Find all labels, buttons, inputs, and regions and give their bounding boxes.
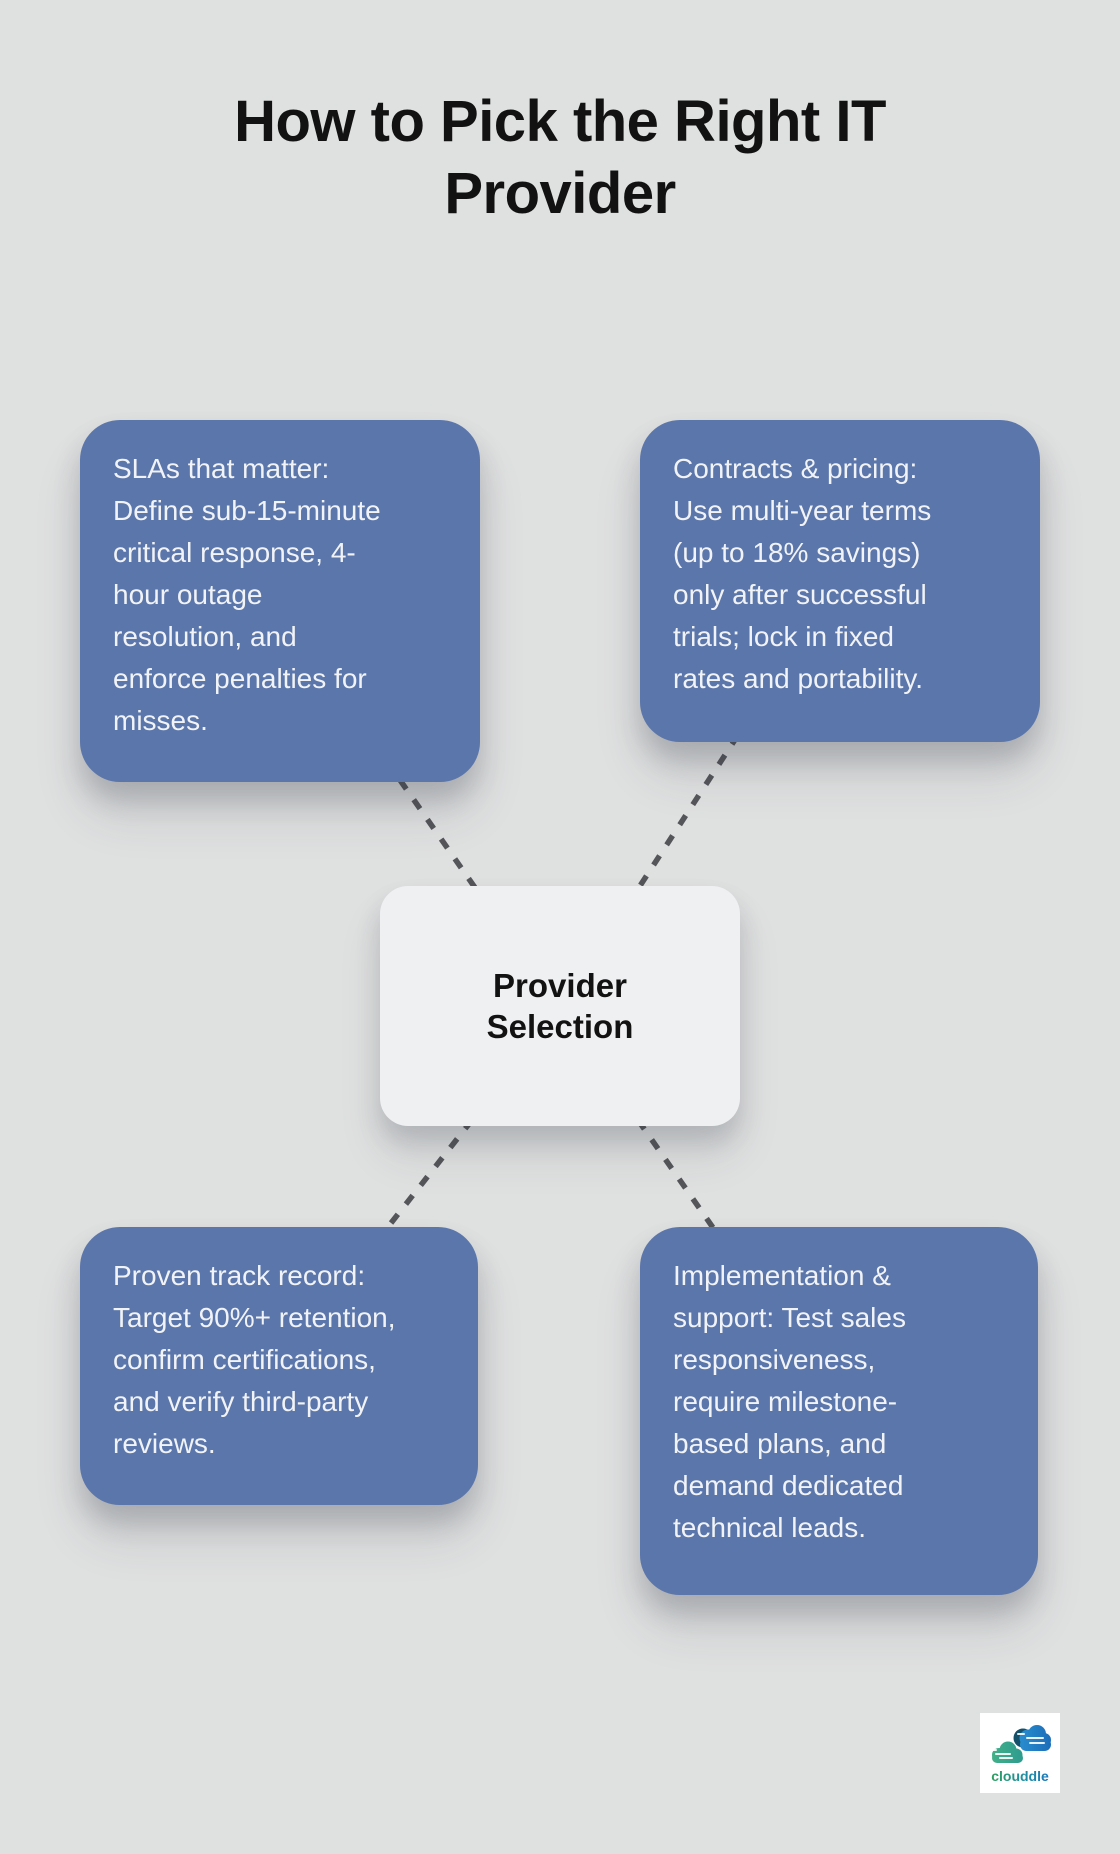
- node-slas: SLAs that matter: Define sub-15-minute c…: [80, 420, 480, 782]
- connector-line-bottom-left: [381, 1118, 475, 1234]
- connector-line-top-right: [633, 733, 741, 894]
- page-title: How to Pick the Right IT Provider: [234, 89, 886, 226]
- brand-logo: clouddle: [980, 1713, 1060, 1793]
- center-node: Provider Selection: [380, 886, 740, 1126]
- brand-name: clouddle: [991, 1768, 1049, 1784]
- node-implementation-support: Implementation & support: Test sales res…: [640, 1227, 1038, 1595]
- connector-line-top-left: [397, 778, 481, 894]
- node-contracts-pricing: Contracts & pricing: Use multi-year term…: [640, 420, 1040, 742]
- connector-line-bottom-right: [635, 1118, 719, 1234]
- cloud-icon: clouddle: [989, 1725, 1051, 1784]
- node-track-record: Proven track record: Target 90%+ retenti…: [80, 1227, 478, 1505]
